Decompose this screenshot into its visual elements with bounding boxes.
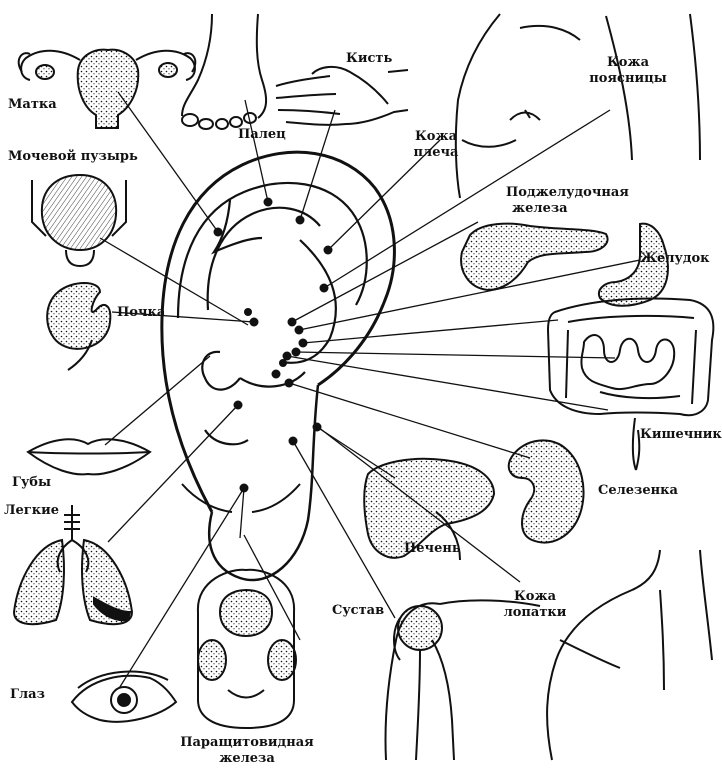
label-stomach: Желудок [640,252,710,266]
label-intestine: Кишечник [640,428,722,442]
label-parathyroid-line2: железа [172,752,322,766]
label-hand: Кисть [346,52,392,66]
label-finger: Палец [238,128,286,142]
ear-inner-folds [178,183,367,444]
label-spleen: Селезенка [598,484,678,498]
lips-drawing [28,439,150,474]
label-pancreas-line2: железа [512,202,568,216]
label-scapula-skin-line2: лопатки [500,606,570,620]
label-lips: Губы [12,476,51,490]
label-pancreas-line1: Поджелудочная [506,186,629,200]
label-joint: Сустав [332,604,384,618]
label-kidney: Почка [117,306,165,320]
lungs-drawing [14,505,132,624]
intestine-drawing [548,299,713,471]
label-scapula-skin-line1: Кожа [500,590,570,604]
kidney-drawing [47,283,110,370]
hand-drawing [276,67,408,125]
label-liver: Печень [404,542,461,556]
spleen-drawing [509,440,584,542]
label-lungs: Легкие [4,504,59,518]
label-lower-back-skin-line1: Кожа [578,56,678,70]
label-bladder: Мочевой пузырь [8,150,138,164]
label-eye: Глаз [10,688,45,702]
label-uterus: Матка [8,98,57,112]
label-lower-back-skin-line2: поясницы [578,72,678,86]
torso-drawing [456,14,700,198]
ear-outline [162,152,395,580]
back-drawing [547,550,712,760]
label-shoulder-skin-line2: плеча [406,146,466,160]
uterus-drawing [19,50,196,128]
pancreas-drawing [461,224,607,290]
label-parathyroid-line1: Паращитовидная [172,736,322,750]
bladder-drawing [32,175,126,266]
label-shoulder-skin-line1: Кожа [406,130,466,144]
eye-drawing [72,672,176,722]
joint-drawing [385,600,540,760]
